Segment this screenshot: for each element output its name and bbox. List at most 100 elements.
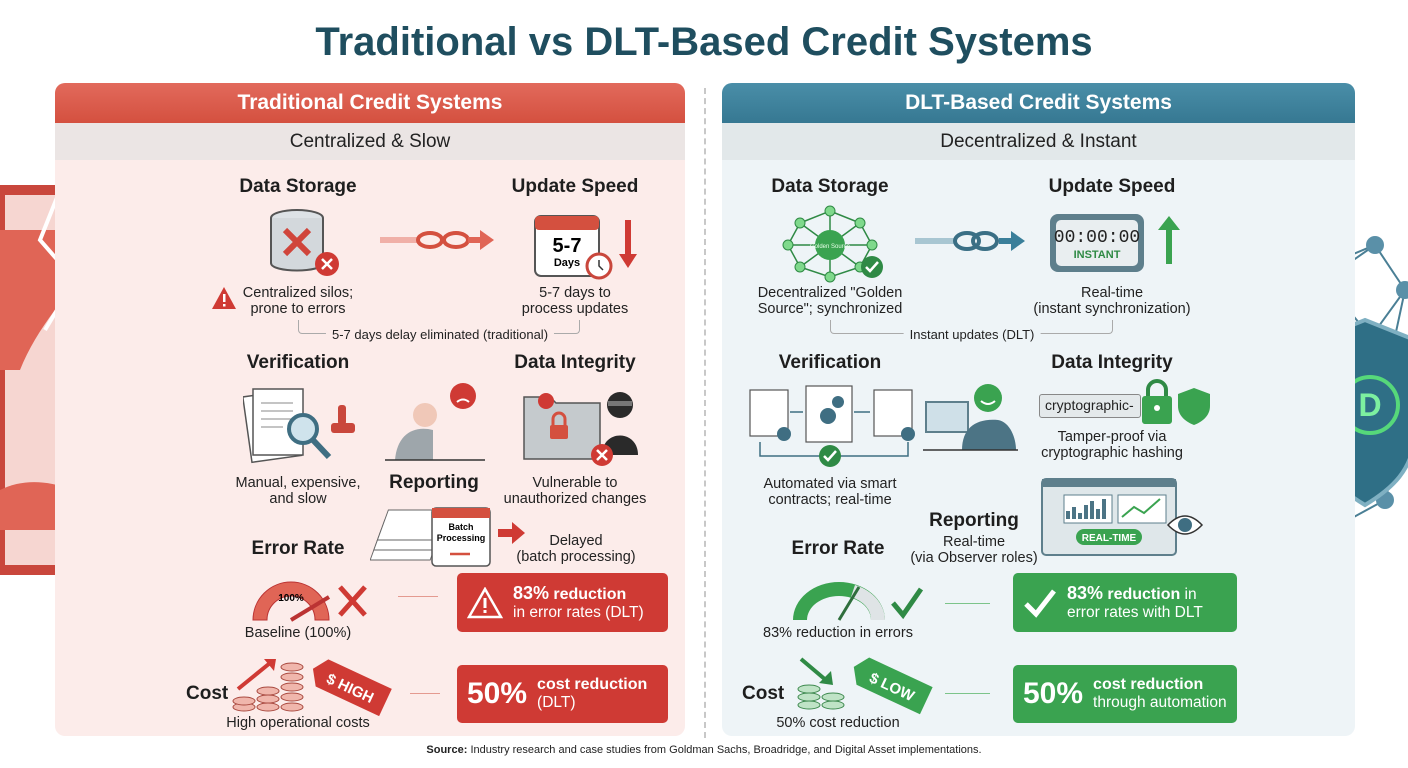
trad-reporting-heading: Reporting (389, 472, 479, 493)
calendar-unit: Days (554, 257, 580, 269)
hash-label: cryptographic- (1039, 394, 1141, 418)
desc-line: (instant synchronization) (1033, 301, 1191, 317)
desc-line: 5-7 days to (539, 285, 611, 301)
dlt-error-rate-desc: 83% reduction in errors (763, 625, 913, 641)
lock-shield-icon (1142, 379, 1210, 425)
trad-error-rate-desc: Baseline (100%) (244, 625, 352, 641)
box-text: (DLT) (537, 694, 576, 711)
checkmark-icon (1024, 588, 1056, 618)
box-bold: cost reduction (1093, 676, 1204, 693)
high-cost-coins-tag-icon: $ HIGH (232, 659, 392, 717)
connected-chain-arrow-icon (915, 231, 1025, 251)
trad-update-speed-heading: Update Speed (511, 176, 639, 197)
instant-clock-icon: 00:00:00 INSTANT (1050, 214, 1180, 272)
dlt-reporting-heading: Reporting (929, 510, 1019, 531)
desc-line: contracts; real-time (768, 492, 892, 508)
trad-cost-heading: Cost (186, 683, 229, 704)
page-title: Traditional vs DLT-Based Credit Systems (315, 20, 1093, 64)
desc-line: (batch processing) (516, 549, 636, 565)
desc-line: process updates (521, 301, 629, 317)
arrow-connector (410, 693, 440, 694)
svg-text:Processing: Processing (437, 533, 486, 543)
svg-text:Batch: Batch (448, 522, 473, 532)
trad-cost-reduction-box: 50% cost reduction(DLT) (457, 665, 668, 723)
trad-data-storage-desc: Centralized silos;prone to errors (243, 285, 353, 317)
dlt-reporting-desc: Real-time(via Observer roles) (910, 534, 1037, 566)
desc-line: Automated via smart (763, 476, 897, 492)
gauge-label: 100% (278, 593, 304, 604)
source-note: Source: Industry research and case studi… (426, 744, 981, 756)
warning-icon (467, 586, 503, 618)
arrow-connector (398, 596, 438, 597)
clock-label: INSTANT (1074, 249, 1121, 261)
delay-note: 5-7 days delay eliminated (traditional) (325, 327, 555, 342)
golden-source-label: Golden Source (810, 244, 851, 250)
dlt-subheader: Decentralized & Instant (722, 123, 1355, 160)
low-cost-coins-tag-icon: $ LOW (797, 657, 933, 715)
desc-line: Vulnerable to (532, 475, 618, 491)
dlt-data-storage-heading: Data Storage (771, 176, 889, 197)
trad-data-integrity-heading: Data Integrity (514, 352, 636, 373)
divider (704, 88, 706, 738)
error-gauge-full-icon: 100% (252, 581, 367, 622)
dlt-cost-heading: Cost (742, 683, 785, 704)
dlt-cost-desc: 50% cost reduction (776, 715, 900, 731)
source-label: Source: (426, 744, 468, 756)
box-text: error rates with DLT (1067, 603, 1203, 621)
arrow-connector (945, 603, 990, 604)
arrow-connector (945, 693, 990, 694)
box-percent: 83% (1067, 582, 1104, 603)
desc-line: and slow (269, 491, 327, 507)
error-gauge-low-icon (793, 582, 924, 621)
batch-processing-icon: Batch Processing (370, 507, 491, 567)
box-text: in error rates (DLT) (513, 603, 644, 621)
instant-note: Instant updates (DLT) (903, 327, 1041, 342)
box-percent: 50% (467, 677, 528, 710)
arrow-right-icon (498, 522, 525, 544)
desc-line: Manual, expensive, (235, 475, 361, 491)
trad-reporting-desc: Delayed(batch processing) (516, 533, 635, 565)
box-bold: cost reduction (537, 676, 648, 693)
golden-source-network-icon: Golden Source (782, 205, 883, 283)
dlt-error-rate-heading: Error Rate (791, 538, 885, 559)
smart-contract-automation-icon (749, 384, 1018, 467)
realtime-badge: REAL-TIME (1082, 533, 1137, 544)
desc-line: prone to errors (250, 301, 346, 317)
desc-line: (via Observer roles) (910, 550, 1038, 566)
desc-line: Real-time (942, 534, 1006, 550)
broken-chain-arrow-icon (380, 230, 494, 250)
trad-verification-heading: Verification (246, 352, 350, 373)
box-bold: reduction (1107, 585, 1181, 603)
box-bold: reduction (553, 585, 627, 603)
clock-display: 00:00:00 (1054, 228, 1140, 248)
trad-cost-desc: High operational costs (226, 715, 370, 731)
manual-documents-magnifier-icon (243, 388, 355, 464)
broken-database-icon (270, 209, 339, 276)
trad-verification-desc: Manual, expensive,and slow (236, 475, 361, 507)
desc-line: Source"; synchronized (757, 301, 903, 317)
desc-line: Decentralized "Golden (757, 285, 903, 301)
warning-icon (212, 287, 236, 309)
dlt-data-integrity-heading: Data Integrity (1051, 352, 1173, 373)
dlt-header: DLT-Based Credit Systems (722, 83, 1355, 123)
trad-error-rate-heading: Error Rate (251, 538, 345, 559)
desc-line: Centralized silos; (242, 285, 354, 301)
desc-line: Real-time (1080, 285, 1144, 301)
traditional-header: Traditional Credit Systems (55, 83, 685, 123)
desc-line: Tamper-proof via (1057, 429, 1167, 445)
trad-data-storage-heading: Data Storage (239, 176, 357, 197)
frustrated-person-icon (385, 383, 485, 461)
desc-line: unauthorized changes (503, 491, 647, 507)
dlt-verification-heading: Verification (778, 352, 882, 373)
vulnerable-folder-thief-icon (523, 392, 638, 466)
dlt-update-speed-desc: Real-time(instant synchronization) (1033, 285, 1190, 317)
svg-text:D: D (1358, 387, 1381, 423)
